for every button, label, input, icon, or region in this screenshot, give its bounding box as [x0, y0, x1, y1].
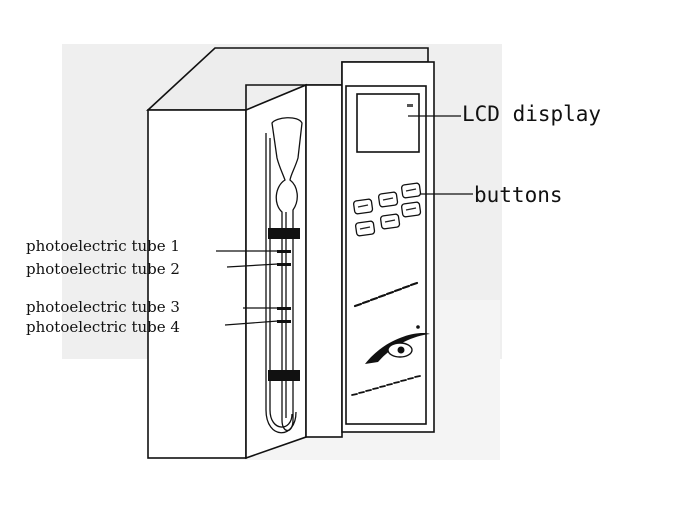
photoelectric-markers: [277, 250, 291, 323]
tube-4-label: photoelectric tube 4: [26, 318, 180, 336]
tube-2-leader: [226, 263, 279, 268]
return-tube: [265, 133, 297, 434]
tube-3-marker: [277, 307, 291, 310]
brand-logo: [365, 325, 430, 364]
instrument-name-marks: [353, 281, 419, 308]
panel-buttons: [352, 182, 422, 237]
lcd-screen: [356, 93, 420, 153]
tube-2-marker: [277, 263, 291, 266]
lower-clamp: [268, 370, 300, 381]
tube-4-marker: [277, 320, 291, 323]
buttons-label: buttons: [474, 183, 563, 207]
left-block: [147, 109, 247, 459]
glass-tube: [265, 117, 303, 434]
instrument-body: [145, 47, 435, 460]
tube-1-marker: [277, 250, 291, 253]
callout-labels: LCD display buttons photoelectric tube 1…: [26, 102, 601, 336]
upper-clamp: [268, 228, 300, 239]
leader-lines: [216, 115, 473, 326]
tube-chamber: [245, 83, 307, 460]
tube-1-label: photoelectric tube 1: [26, 237, 180, 255]
center-column: [305, 84, 343, 438]
return-tube-inner: [269, 138, 293, 428]
tube-3-label: photoelectric tube 3: [26, 298, 180, 316]
glass-tube-outline: [271, 117, 303, 432]
lcd-display: [356, 93, 420, 153]
panel-button-marks: [357, 188, 417, 230]
clamps: [268, 228, 300, 381]
lcd-display-label: LCD display: [462, 102, 601, 126]
company-name-marks: [351, 375, 421, 396]
tube-4-leader: [224, 320, 279, 326]
control-panel-inner: [345, 85, 427, 425]
tube-2-label: photoelectric tube 2: [26, 260, 180, 278]
